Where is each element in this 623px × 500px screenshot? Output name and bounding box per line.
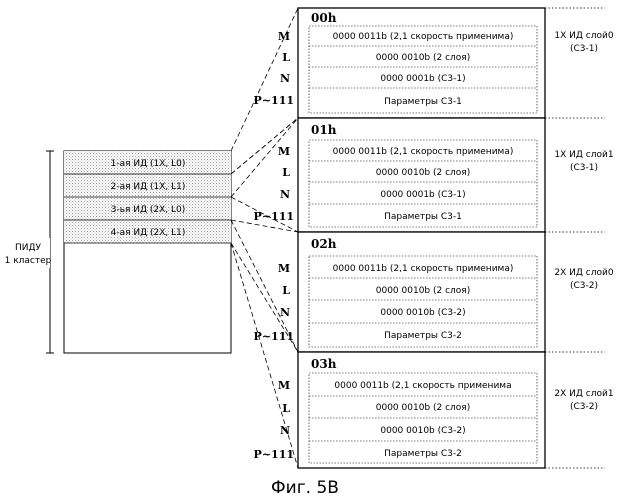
letter-l: L [282, 284, 290, 297]
left-row-4: 4-ая ИД (2X, L1) [111, 228, 186, 238]
cluster-bracket: ПИДУ 1 кластер [2, 151, 54, 353]
section-header: 03h [311, 357, 337, 371]
cluster-label-line1: ПИДУ [15, 243, 42, 253]
section-01h: 01h 0000 0011b (2,1 скорость применима) … [254, 118, 545, 232]
field-n: 0000 0010b (C3-2) [380, 308, 465, 318]
letter-p: P~111 [254, 448, 294, 461]
field-m: 0000 0011b (2,1 скорость применима [334, 381, 511, 391]
field-m: 0000 0011b (2,1 скорость применима) [333, 147, 514, 157]
side-label-01h-line2: (C3-1) [570, 163, 598, 173]
field-m: 0000 0011b (2,1 скорость применима) [333, 32, 514, 42]
letter-p: P~111 [254, 210, 294, 223]
field-n: 0000 0001b (C3-1) [380, 74, 465, 84]
side-label-01h-line1: 1X ИД слой1 [554, 150, 613, 160]
side-label-00h-line1: 1X ИД слой0 [554, 31, 613, 41]
field-n: 0000 0010b (C3-2) [380, 426, 465, 436]
letter-n: N [280, 424, 290, 437]
letter-n: N [280, 306, 290, 319]
side-labels: 1X ИД слой0 (C3-1) 1X ИД слой1 (C3-1) 2X… [548, 26, 620, 412]
section-header: 01h [311, 123, 337, 137]
section-header: 02h [311, 237, 337, 251]
field-l: 0000 0010b (2 слоя) [376, 403, 470, 413]
side-label-00h-line2: (C3-1) [570, 44, 598, 54]
letter-m: M [278, 30, 290, 43]
field-l: 0000 0010b (2 слоя) [376, 53, 470, 63]
side-label-03h-line1: 2X ИД слой1 [554, 389, 613, 399]
field-p: Параметры C3-2 [384, 449, 462, 459]
left-row-2: 2-ая ИД (1X, L1) [111, 182, 186, 192]
side-label-02h-line1: 2X ИД слой0 [554, 268, 613, 278]
left-row-1: 1-ая ИД (1X, L0) [111, 159, 186, 169]
field-p: Параметры C3-2 [384, 331, 462, 341]
field-n: 0000 0001b (C3-1) [380, 190, 465, 200]
section-02h: 02h 0000 0011b (2,1 скорость применима) … [254, 232, 545, 352]
letter-n: N [280, 72, 290, 85]
field-l: 0000 0010b (2 слоя) [376, 168, 470, 178]
letter-m: M [278, 262, 290, 275]
section-00h: 00h 0000 0011b (2,1 скорость применима) … [254, 8, 545, 118]
left-cluster-block: 1-ая ИД (1X, L0) 2-ая ИД (1X, L1) 3-ья И… [64, 151, 231, 353]
section-header: 00h [311, 11, 337, 25]
side-label-03h-line2: (C3-2) [570, 402, 598, 412]
side-label-02h-line2: (C3-2) [570, 281, 598, 291]
letter-l: L [282, 166, 290, 179]
left-row-3: 3-ья ИД (2X, L0) [111, 205, 186, 215]
letter-m: M [278, 379, 290, 392]
letter-l: L [282, 51, 290, 64]
figure-caption: Фиг. 5B [271, 478, 339, 498]
letter-p: P~111 [254, 330, 294, 343]
letter-n: N [280, 188, 290, 201]
letter-p: P~111 [254, 94, 294, 107]
field-p: Параметры C3-1 [384, 212, 462, 222]
letter-m: M [278, 145, 290, 158]
letter-l: L [282, 402, 290, 415]
field-p: Параметры C3-1 [384, 97, 462, 107]
field-l: 0000 0010b (2 слоя) [376, 286, 470, 296]
field-m: 0000 0011b (2,1 скорость применима) [333, 264, 514, 274]
cluster-label-line2: 1 кластер [5, 256, 52, 266]
section-03h: 03h 0000 0011b (2,1 скорость применима 0… [254, 352, 545, 468]
